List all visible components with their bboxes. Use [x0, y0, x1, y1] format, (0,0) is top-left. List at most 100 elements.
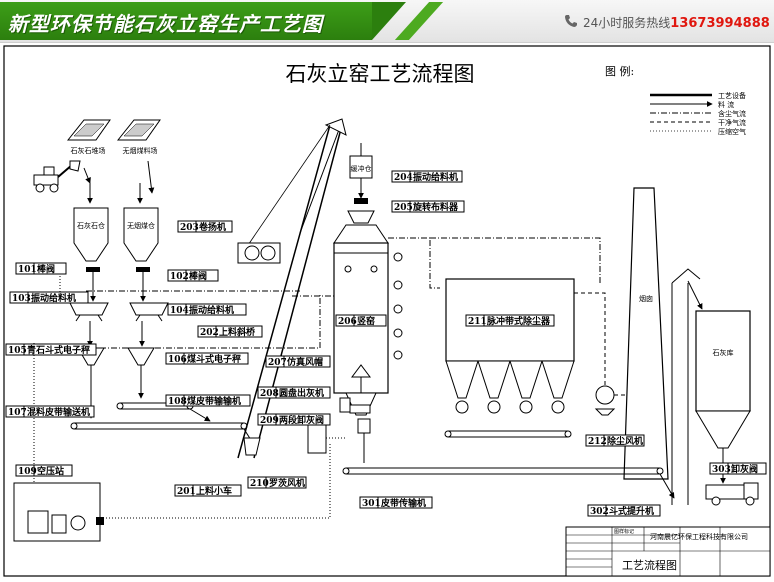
svg-text:脉冲带式除尘器: 脉冲带式除尘器 [486, 315, 551, 327]
svg-text:皮带传输机: 皮带传输机 [380, 497, 426, 509]
hotline: 24小时服务热线13673994888 [583, 14, 770, 31]
coal-silo-label: 无烟煤仓 [127, 221, 155, 230]
hotline-number[interactable]: 13673994888 [670, 16, 770, 31]
svg-text:青石斗式电子秤: 青石斗式电子秤 [27, 344, 90, 356]
legend-item-5: 压缩空气 [718, 127, 746, 136]
hotline-label: 24小时服务热线 [583, 16, 671, 30]
legend-item-3: 含尘气流 [718, 109, 746, 118]
lime-silo-label: 石灰库 [713, 348, 734, 357]
bucket-elevator-302 [671, 268, 703, 505]
dust-fan-212 [594, 385, 616, 416]
process-flow-svg: 石灰立窑工艺流程图 图 例: 工艺设备 料 流 含尘气流 干净气流 压缩空气 石… [3, 45, 771, 577]
coal-yard: 无烟煤料场 [116, 119, 161, 155]
svg-text:混料皮带输送机: 混料皮带输送机 [27, 406, 90, 418]
svg-text:302: 302 [590, 507, 609, 517]
svg-text:斗式提升机: 斗式提升机 [609, 505, 654, 517]
coal-weigh-hopper [127, 347, 155, 366]
svg-text:上料斜桥: 上料斜桥 [219, 326, 256, 338]
limestone-yard-label: 石灰石堆场 [71, 146, 106, 155]
buffer-bin: 缓冲仓 [347, 143, 375, 224]
filter-screw-conveyor [444, 430, 572, 438]
svg-text:振动给料机: 振动给料机 [31, 292, 76, 304]
drawing-frame [3, 45, 771, 577]
svg-text:除尘风机: 除尘风机 [607, 435, 643, 447]
svg-text:煤皮带输输机: 煤皮带输输机 [187, 395, 241, 407]
svg-text:卷扬机: 卷扬机 [198, 221, 226, 233]
coal-yard-label: 无烟煤料场 [123, 146, 158, 155]
svg-text:201: 201 [177, 487, 196, 497]
skip-car-201 [243, 437, 261, 456]
svg-text:振动给料机: 振动给料机 [189, 304, 234, 316]
svg-text:103: 103 [12, 294, 31, 304]
svg-text:煤斗式电子秤: 煤斗式电子秤 [187, 353, 241, 365]
svg-text:卸灰阀: 卸灰阀 [731, 463, 758, 475]
lime-silo: 石灰库 [695, 310, 751, 449]
air-compressor-station-109 [13, 482, 104, 542]
legend-item-1: 工艺设备 [718, 91, 746, 100]
chimney: 烟囱 [623, 187, 669, 480]
rod-valve-101 [86, 267, 100, 272]
legend: 图 例: 工艺设备 料 流 含尘气流 干净气流 压缩空气 [605, 64, 746, 136]
svg-text:圆盘出灰机: 圆盘出灰机 [279, 387, 324, 399]
svg-text:仿真风帽: 仿真风帽 [287, 356, 323, 368]
limestone-silo: 石灰石仓 [73, 207, 109, 262]
wheel-loader-icon [33, 160, 81, 193]
svg-text:振动给料机: 振动给料机 [413, 171, 458, 183]
svg-text:202: 202 [200, 328, 219, 338]
diagram-title: 石灰立窑工艺流程图 [286, 62, 475, 86]
two-stage-discharge-valve-209 [357, 418, 371, 463]
svg-text:竖窑: 竖窑 [357, 315, 375, 327]
svg-text:104: 104 [170, 306, 189, 316]
belt-conveyor-301 [342, 467, 675, 499]
svg-text:罗茨风机: 罗茨风机 [269, 477, 305, 489]
svg-text:102: 102 [170, 272, 189, 282]
legend-title: 图 例: [605, 64, 634, 78]
incline-bridge-202 [237, 118, 347, 459]
vibrating-feeder-103 [69, 302, 109, 322]
svg-text:101: 101 [18, 265, 37, 275]
svg-text:107: 107 [8, 408, 27, 418]
pulse-bag-filter-211 [445, 278, 575, 414]
svg-text:207: 207 [268, 358, 287, 368]
process-diagram: 石灰立窑工艺流程图 图 例: 工艺设备 料 流 含尘气流 干净气流 压缩空气 石… [0, 43, 774, 578]
title-block-mark-label: 图样标记 [614, 528, 634, 535]
svg-text:棒阀: 棒阀 [189, 270, 207, 282]
svg-text:205: 205 [394, 203, 413, 213]
svg-text:105: 105 [8, 346, 27, 356]
vibrating-feeder-104 [129, 302, 169, 322]
rod-valve-102 [136, 267, 150, 272]
svg-text:空压站: 空压站 [37, 465, 64, 477]
title-banner: 新型环保节能石灰立窑生产工艺图 [0, 2, 444, 40]
svg-text:210: 210 [250, 479, 269, 489]
svg-text:106: 106 [168, 355, 187, 365]
svg-text:301: 301 [362, 499, 381, 509]
svg-text:旋转布料器: 旋转布料器 [412, 201, 459, 213]
svg-text:303: 303 [712, 465, 731, 475]
roots-blower-210 [307, 422, 346, 454]
svg-text:上料小车: 上料小车 [196, 485, 232, 497]
phone-icon [565, 15, 577, 27]
svg-text:两段卸灰阀: 两段卸灰阀 [279, 414, 324, 426]
svg-text:206: 206 [338, 317, 357, 327]
lime-truck-icon [705, 482, 759, 506]
title-block: 图样标记 河南晨亿环保工程科技有限公司 工艺流程图 [565, 526, 771, 577]
